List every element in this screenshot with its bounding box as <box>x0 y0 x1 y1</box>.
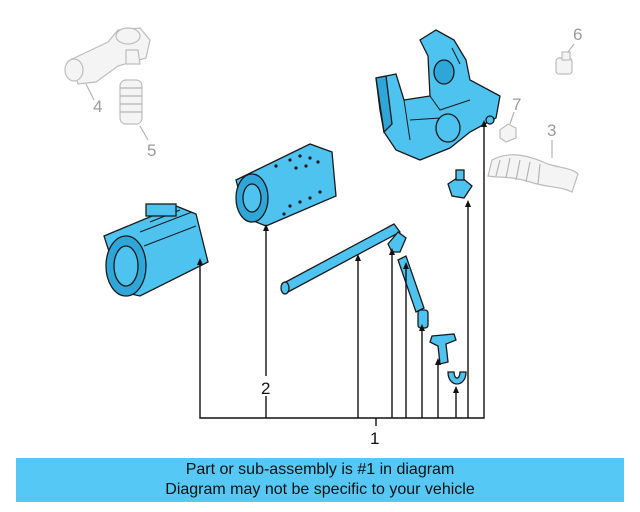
callout-1: 1 <box>370 429 379 448</box>
callout-3: 3 <box>547 121 556 140</box>
leader-lines-1 <box>199 124 485 426</box>
callout-5: 5 <box>147 141 156 160</box>
diagram-notice-banner: Part or sub-assembly is #1 in diagram Di… <box>16 458 624 502</box>
intake-tube <box>280 223 401 295</box>
ghost-part-7-nut <box>499 123 517 143</box>
leader-4 <box>85 83 95 101</box>
air-filter-element <box>103 203 209 297</box>
ghost-part-5-spring <box>119 79 143 125</box>
ghost-part-4-housing <box>64 27 151 85</box>
leader-6 <box>567 43 575 53</box>
notice-line-1: Part or sub-assembly is #1 in diagram <box>185 461 455 478</box>
notice-line-2: Diagram may not be specific to your vehi… <box>165 481 475 498</box>
u-clip <box>447 371 467 385</box>
leader-arrowheads <box>197 120 487 393</box>
callout-6: 6 <box>573 25 582 44</box>
check-valve <box>447 169 473 199</box>
leader-5 <box>139 125 149 141</box>
connector-sleeve <box>417 309 429 329</box>
vertical-hose <box>397 255 425 313</box>
leader-7 <box>509 111 515 125</box>
callout-4: 4 <box>93 97 102 116</box>
air-cleaner-bracket-assembly <box>375 29 501 161</box>
ghost-part-3-hose <box>487 154 579 193</box>
ghost-part-6-sensor <box>555 51 573 75</box>
tee-fitting <box>429 333 457 365</box>
callout-7: 7 <box>512 95 521 114</box>
filter-housing-cylinder <box>235 143 337 227</box>
callout-2: 2 <box>261 379 270 398</box>
